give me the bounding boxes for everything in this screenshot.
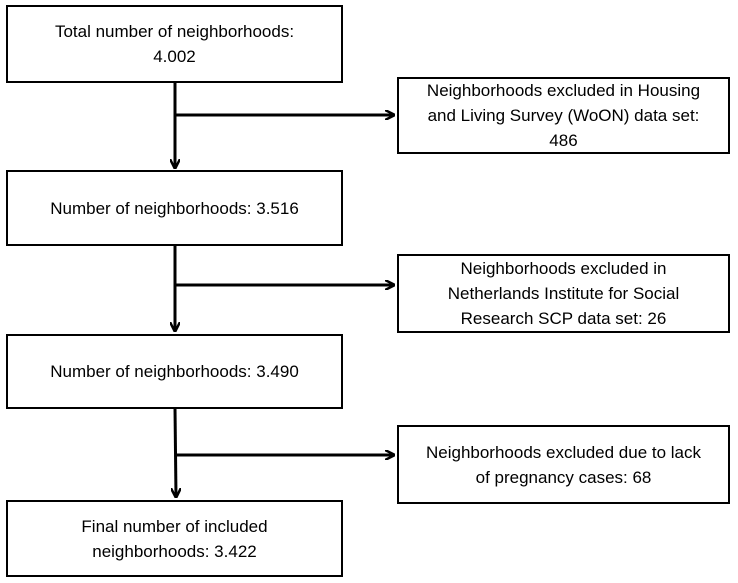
box-after-woon: Number of neighborhoods: 3.516: [6, 170, 343, 246]
box-excluded-pregnancy: Neighborhoods excluded due to lack of pr…: [397, 425, 730, 504]
box-after-scp-line-1: Number of neighborhoods: 3.490: [50, 362, 299, 381]
box-excluded-woon: Neighborhoods excluded in Housing and Li…: [397, 77, 730, 154]
box-pregnancy-line-1: Neighborhoods excluded due to lack: [425, 442, 702, 462]
box-final-line-1: Final number of included: [81, 516, 268, 536]
box-scp-line-3: Research SCP data set: 26: [460, 309, 667, 328]
box-excluded-scp: Neighborhoods excluded in Netherlands In…: [397, 254, 730, 333]
arrow-after-scp-to-final: [175, 407, 176, 497]
box-total-line-1: Total number of neighborhoods:: [54, 22, 295, 41]
box-pregnancy-line-2: of pregnancy cases: 68: [475, 467, 652, 487]
box-scp-line-2: Netherlands Institute for Social: [447, 284, 680, 303]
box-woon-line-3: 486: [549, 131, 578, 150]
box-after-scp: Number of neighborhoods: 3.490: [6, 334, 343, 409]
box-after-woon-line-1: Number of neighborhoods: 3.516: [50, 198, 299, 218]
box-scp-line-1: Neighborhoods excluded in: [460, 259, 667, 278]
box-total-line-2: 4.002: [153, 47, 196, 66]
box-woon-line-2: and Living Survey (WoON) data set:: [427, 106, 700, 125]
box-woon-line-1: Neighborhoods excluded in Housing: [426, 81, 701, 100]
box-final-included: Final number of included neighborhoods: …: [6, 500, 343, 577]
box-final-line-2: neighborhoods: 3.422: [92, 541, 257, 561]
box-total-neighborhoods: Total number of neighborhoods: 4.002: [6, 5, 343, 83]
